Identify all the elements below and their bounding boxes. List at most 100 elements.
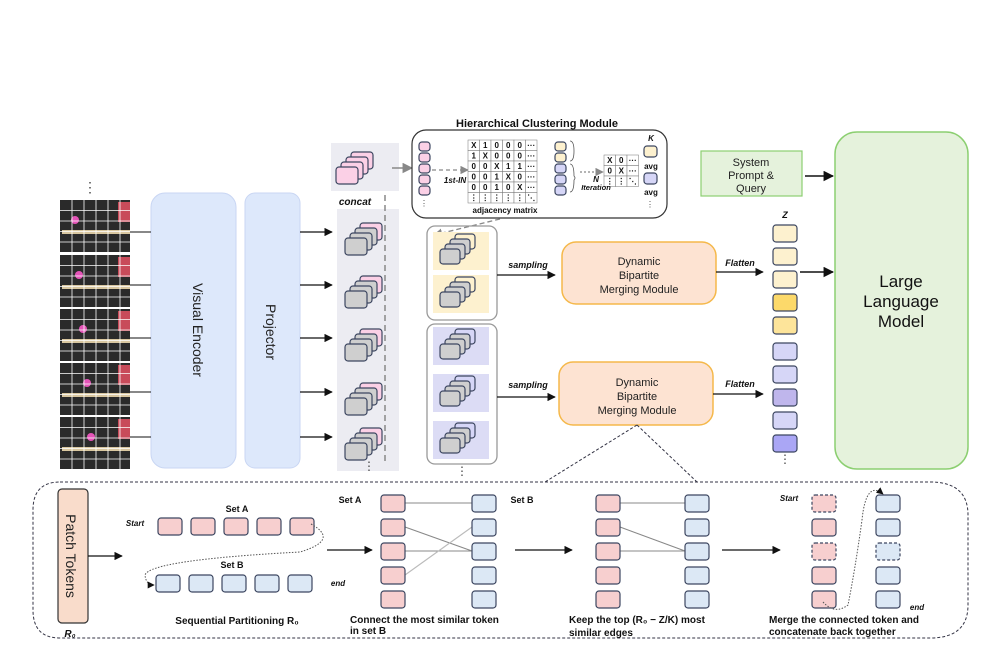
partition-curve-arrow — [144, 523, 324, 589]
merge-concat — [811, 494, 901, 609]
step2-caption-line-2: in set B — [350, 626, 386, 637]
small-matrix-cell — [626, 175, 639, 187]
z-token — [772, 316, 798, 335]
gymnast — [75, 271, 83, 279]
kept-edge — [619, 526, 686, 552]
cluster-group-2 — [426, 323, 498, 465]
flag — [118, 419, 130, 439]
flatten-label-2: Flatten — [725, 379, 755, 389]
avg-token — [643, 172, 658, 185]
dbmm-1-line-1: Dynamic — [618, 256, 661, 268]
token-card — [439, 437, 461, 454]
z-token — [772, 411, 798, 430]
z-token — [772, 342, 798, 361]
token-stack — [344, 427, 383, 461]
token-stack — [344, 382, 383, 416]
token-stacks — [344, 222, 383, 461]
frames-ellipsis: ⋮ — [83, 179, 97, 195]
bipartite-connect — [380, 494, 497, 609]
gymnast — [71, 216, 79, 224]
hcm-title: Hierarchical Clustering Module — [456, 118, 618, 130]
sampling-label-2: sampling — [508, 380, 548, 390]
gymnast — [87, 433, 95, 441]
token-card — [335, 166, 359, 185]
first-in-label: 1st-IN — [444, 176, 466, 185]
set-b-token — [875, 542, 901, 561]
dbmm-2-line-3: Merging Module — [598, 405, 677, 417]
flag — [118, 365, 130, 385]
set-a-token — [595, 518, 621, 537]
avg-label-2: avg — [644, 188, 658, 197]
set-a-token — [380, 518, 406, 537]
small-matrix-value: ⋮ — [606, 177, 614, 186]
hcm-ellipsis: ⋮ — [420, 199, 428, 208]
matrix-value: ⋮ — [516, 194, 524, 203]
set-b-token — [684, 518, 710, 537]
token-ellipsis: ⋮ — [363, 459, 375, 473]
z-token — [772, 270, 798, 289]
zoom-line-left — [544, 424, 638, 483]
llm-block — [834, 131, 969, 470]
concat-stack — [335, 151, 374, 185]
matrix-value: 1 — [483, 141, 488, 150]
video-frame — [60, 363, 130, 415]
step4-end-label: end — [910, 603, 925, 612]
cluster-group-1 — [426, 225, 498, 321]
token-card — [439, 343, 461, 360]
cluster-token-stack — [439, 328, 476, 360]
matrix-value: X — [471, 141, 477, 150]
hcm-input-token — [418, 174, 431, 185]
z-label: Z — [781, 210, 788, 220]
visual-encoder-label: Visual Encoder — [190, 283, 206, 377]
set-a-token — [595, 590, 621, 609]
z-token-column — [772, 224, 798, 453]
avg-label-1: avg — [644, 162, 658, 171]
matrix-value: X — [483, 152, 489, 161]
matrix-value: ··· — [527, 152, 535, 161]
set-b-token — [684, 494, 710, 513]
gymnast — [79, 325, 87, 333]
hcm-input-token — [418, 185, 431, 196]
set-b-token — [471, 518, 497, 537]
set-a-token — [380, 494, 406, 513]
concat-label: concat — [339, 197, 372, 208]
token-card — [344, 290, 368, 309]
step4-caption-line-2: concatenate back together — [769, 627, 896, 638]
r0-label: R₀ — [64, 629, 75, 640]
token-card — [439, 390, 461, 407]
set-a-token — [811, 542, 837, 561]
dbmm-2-line-1: Dynamic — [616, 377, 659, 389]
matrix-value: X — [517, 183, 523, 192]
token-stack — [344, 222, 383, 256]
cluster-token-stack — [439, 422, 476, 454]
video-frame — [60, 200, 130, 252]
set-a-token — [595, 566, 621, 585]
bracket — [569, 140, 575, 162]
step4-caption-line-1: Merge the connected token and — [769, 615, 919, 626]
set-a-token — [380, 542, 406, 561]
patch-tokens-label: Patch Tokens — [63, 514, 79, 598]
matrix-value: 1 — [518, 162, 523, 171]
similarity-edge — [404, 526, 473, 552]
set-b-token — [155, 574, 181, 593]
video-frame — [60, 417, 130, 469]
projector-label: Projector — [263, 304, 279, 360]
small-matrix-value: ··· — [629, 156, 637, 165]
set-b-token — [221, 574, 247, 593]
matrix-value: 0 — [483, 183, 488, 192]
end-label: end — [331, 579, 346, 588]
set-a-token — [811, 566, 837, 585]
dbmm-2-line-2: Bipartite — [617, 391, 657, 403]
set-b-token — [471, 590, 497, 609]
step2-set-b-label: Set B — [510, 495, 534, 505]
matrix-value: X — [506, 173, 512, 182]
avg-token — [643, 145, 658, 158]
matrix-value: X — [494, 162, 500, 171]
set-a-token — [157, 517, 183, 536]
matrix-value: 0 — [506, 152, 511, 161]
hcm-ellipsis: ⋮ — [646, 200, 654, 209]
token-stack — [344, 328, 383, 362]
iteration-label: Iteration — [581, 183, 611, 192]
sequential-partition — [155, 517, 315, 593]
